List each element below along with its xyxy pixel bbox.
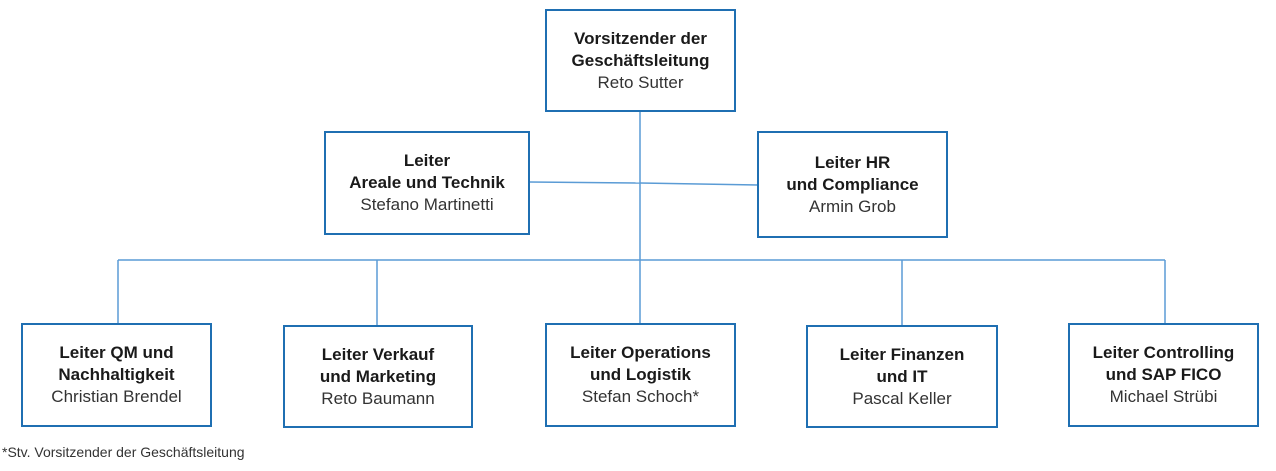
node-role-line-2: und Marketing [319, 366, 437, 386]
node-verkauf-marketing: Leiter Verkauf und Marketing Reto Bauman… [283, 325, 473, 428]
node-role-line-1: Leiter Finanzen [839, 344, 965, 364]
node-role-line-1: Leiter QM und [59, 343, 174, 362]
node-finanzen-it: Leiter Finanzen und IT Pascal Keller [806, 325, 998, 428]
node-qm-nachhaltigkeit: Leiter QM und Nachhaltigkeit Christian B… [21, 323, 212, 427]
node-role-line-2: Areale und Technik [349, 173, 505, 192]
node-areale-technik: Leiter Areale und Technik Stefano Martin… [324, 131, 530, 235]
node-role-line-2: Nachhaltigkeit [58, 365, 175, 384]
node-role-line-2: und IT [876, 366, 928, 386]
connector-staff-right [639, 182, 759, 186]
node-role-line-2: und Logistik [589, 365, 692, 384]
node-person: Christian Brendel [51, 387, 182, 406]
footnote: *Stv. Vorsitzender der Geschäftsleitung [2, 444, 245, 460]
node-role-line-2: und Compliance [786, 174, 919, 194]
node-role-line-1: Leiter Controlling [1092, 343, 1235, 362]
node-controlling-sap-fico: Leiter Controlling und SAP FICO Michael … [1068, 323, 1259, 427]
node-role-line-2: Geschäftsleitung [571, 50, 710, 70]
node-role-line-2: und SAP FICO [1105, 365, 1222, 384]
node-person: Armin Grob [809, 196, 896, 216]
node-person: Pascal Keller [852, 388, 952, 408]
node-operations-logistik: Leiter Operations und Logistik Stefan Sc… [545, 323, 736, 427]
node-role-line-1: Leiter Verkauf [321, 344, 435, 364]
node-ceo: Vorsitzender der Geschäftsleitung Reto S… [545, 9, 736, 112]
node-person: Michael Strübi [1109, 387, 1218, 406]
connector-staff-left [528, 181, 641, 184]
node-role-line-1: Leiter Operations [570, 343, 711, 362]
node-person: Stefan Schoch* [581, 387, 700, 406]
node-role-line-1: Leiter HR [814, 152, 891, 172]
node-person: Stefano Martinetti [360, 195, 494, 214]
node-role-line-1: Leiter [403, 151, 451, 170]
node-hr-compliance: Leiter HR und Compliance Armin Grob [757, 131, 948, 238]
node-person: Reto Baumann [321, 388, 435, 408]
node-role-line-1: Vorsitzender der [574, 28, 707, 48]
node-person: Reto Sutter [597, 72, 684, 92]
